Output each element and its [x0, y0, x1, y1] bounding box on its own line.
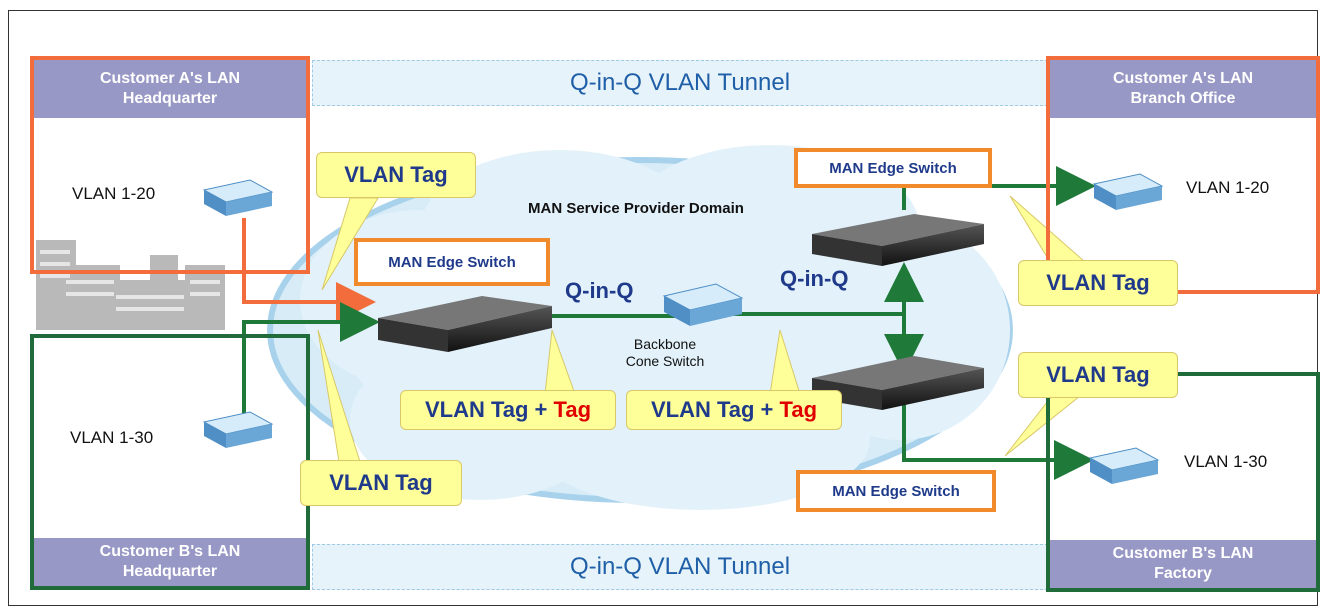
switch-icon-a-branch [1092, 173, 1164, 210]
vlan-tag-plus-text-right: VLAN Tag + [650, 397, 780, 422]
tag-red-text-right: Tag [779, 397, 818, 422]
customer-a-branch-title: Customer A's LAN Branch Office [1050, 60, 1316, 118]
customer-a-branch-vlan: VLAN 1-20 [1186, 178, 1270, 197]
customer-a-branch-title-line1: Customer A's LAN [1112, 70, 1254, 87]
edge-switch-icon-top [812, 214, 984, 266]
edge-switch-label-top: MAN Edge Switch [794, 148, 992, 188]
vlan-tag-plus-callout-left: VLAN Tag + Tag [400, 390, 616, 430]
customer-a-hq-title: Customer A's LAN Headquarter [34, 60, 306, 118]
customer-b-factory-title-line1: Customer B's LAN [1112, 545, 1254, 562]
customer-b-hq-title-line1: Customer B's LAN [99, 543, 241, 560]
backbone-label: Backbone Cone Switch [610, 336, 720, 370]
qinq-label-right: Q-in-Q [780, 266, 849, 291]
customer-b-factory-box: Customer B's LAN Factory [1046, 372, 1320, 592]
customer-a-branch-title-line2: Branch Office [1130, 90, 1236, 107]
building-icon [36, 240, 225, 330]
customer-a-branch-box: Customer A's LAN Branch Office [1046, 56, 1320, 294]
customer-a-hq-vlan: VLAN 1-20 [72, 184, 156, 203]
tunnel-top: Q-in-Q VLAN Tunnel [312, 60, 1048, 106]
customer-a-hq-title-line1: Customer A's LAN [99, 70, 241, 87]
switch-icon-backbone [662, 283, 744, 326]
customer-b-hq-title: Customer B's LAN Headquarter [34, 538, 306, 586]
customer-b-hq-vlan: VLAN 1-30 [70, 428, 154, 447]
tag-red-text-left: Tag [553, 397, 592, 422]
customer-b-factory-title: Customer B's LAN Factory [1050, 540, 1316, 588]
domain-label: MAN Service Provider Domain [528, 200, 744, 217]
customer-a-hq-box: Customer A's LAN Headquarter [30, 56, 310, 274]
tunnel-bottom: Q-in-Q VLAN Tunnel [312, 544, 1048, 590]
vlan-tag-callout-bottom-left: VLAN Tag [300, 460, 462, 506]
customer-b-factory-title-line2: Factory [1154, 565, 1212, 582]
edge-switch-icon-left [378, 296, 552, 352]
switch-icon-b-hq [202, 411, 274, 448]
qinq-label-left: Q-in-Q [565, 278, 634, 303]
customer-b-factory-vlan: VLAN 1-30 [1184, 452, 1268, 471]
edge-switch-label-bottom: MAN Edge Switch [796, 470, 996, 512]
edge-switch-icon-bottom [812, 356, 984, 410]
customer-b-hq-box: Customer B's LAN Headquarter [30, 334, 310, 590]
edge-switch-label-left: MAN Edge Switch [354, 238, 550, 286]
vlan-tag-plus-text-left: VLAN Tag + [424, 397, 554, 422]
customer-a-hq-title-line2: Headquarter [122, 90, 218, 107]
switch-icon-a-hq [202, 179, 274, 216]
backbone-label-line1: Backbone [633, 336, 697, 352]
vlan-tag-callout-right-upper: VLAN Tag [1018, 260, 1178, 306]
vlan-tag-callout-right-lower: VLAN Tag [1018, 352, 1178, 398]
backbone-label-line2: Cone Switch [625, 353, 705, 369]
vlan-tag-callout-top-left: VLAN Tag [316, 152, 476, 198]
vlan-tag-plus-callout-right: VLAN Tag + Tag [626, 390, 842, 430]
customer-b-hq-title-line2: Headquarter [122, 563, 218, 580]
switch-icon-b-factory [1088, 447, 1160, 484]
